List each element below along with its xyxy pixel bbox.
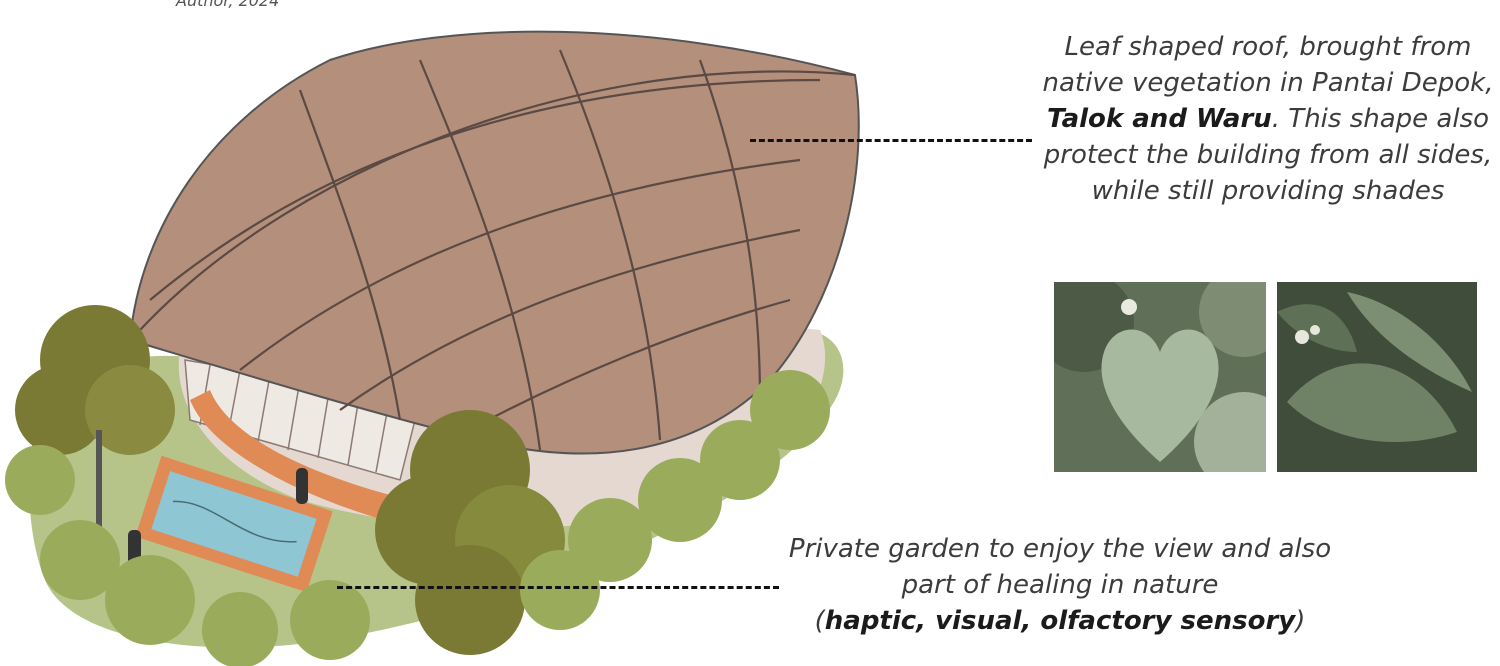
person-figure [296, 468, 308, 504]
garden-annotation-senses: (haptic, visual, olfactory sensory) [780, 604, 1340, 640]
garden-annotation: Private garden to enjoy the view and als… [780, 532, 1340, 640]
waru-leaf-photo [1277, 282, 1477, 472]
garden-paren-close: ) [1295, 606, 1305, 636]
roof-annotation-lead: Leaf shaped roof, brought from native ve… [1043, 32, 1494, 98]
garden-leader-line [337, 586, 779, 589]
roof-annotation-emphasis: Talok and Waru [1047, 104, 1272, 134]
talok-leaf-photo [1054, 282, 1266, 472]
garden-annotation-lead: Private garden to enjoy the view and als… [780, 532, 1340, 604]
roof-annotation: Leaf shaped roof, brought from native ve… [1038, 30, 1498, 209]
roof-leader-line [750, 139, 1032, 142]
garden-annotation-emphasis: haptic, visual, olfactory sensory [825, 606, 1295, 636]
garden-paren-open: ( [815, 606, 825, 636]
leaf-roof-building-illustration [0, 0, 900, 666]
